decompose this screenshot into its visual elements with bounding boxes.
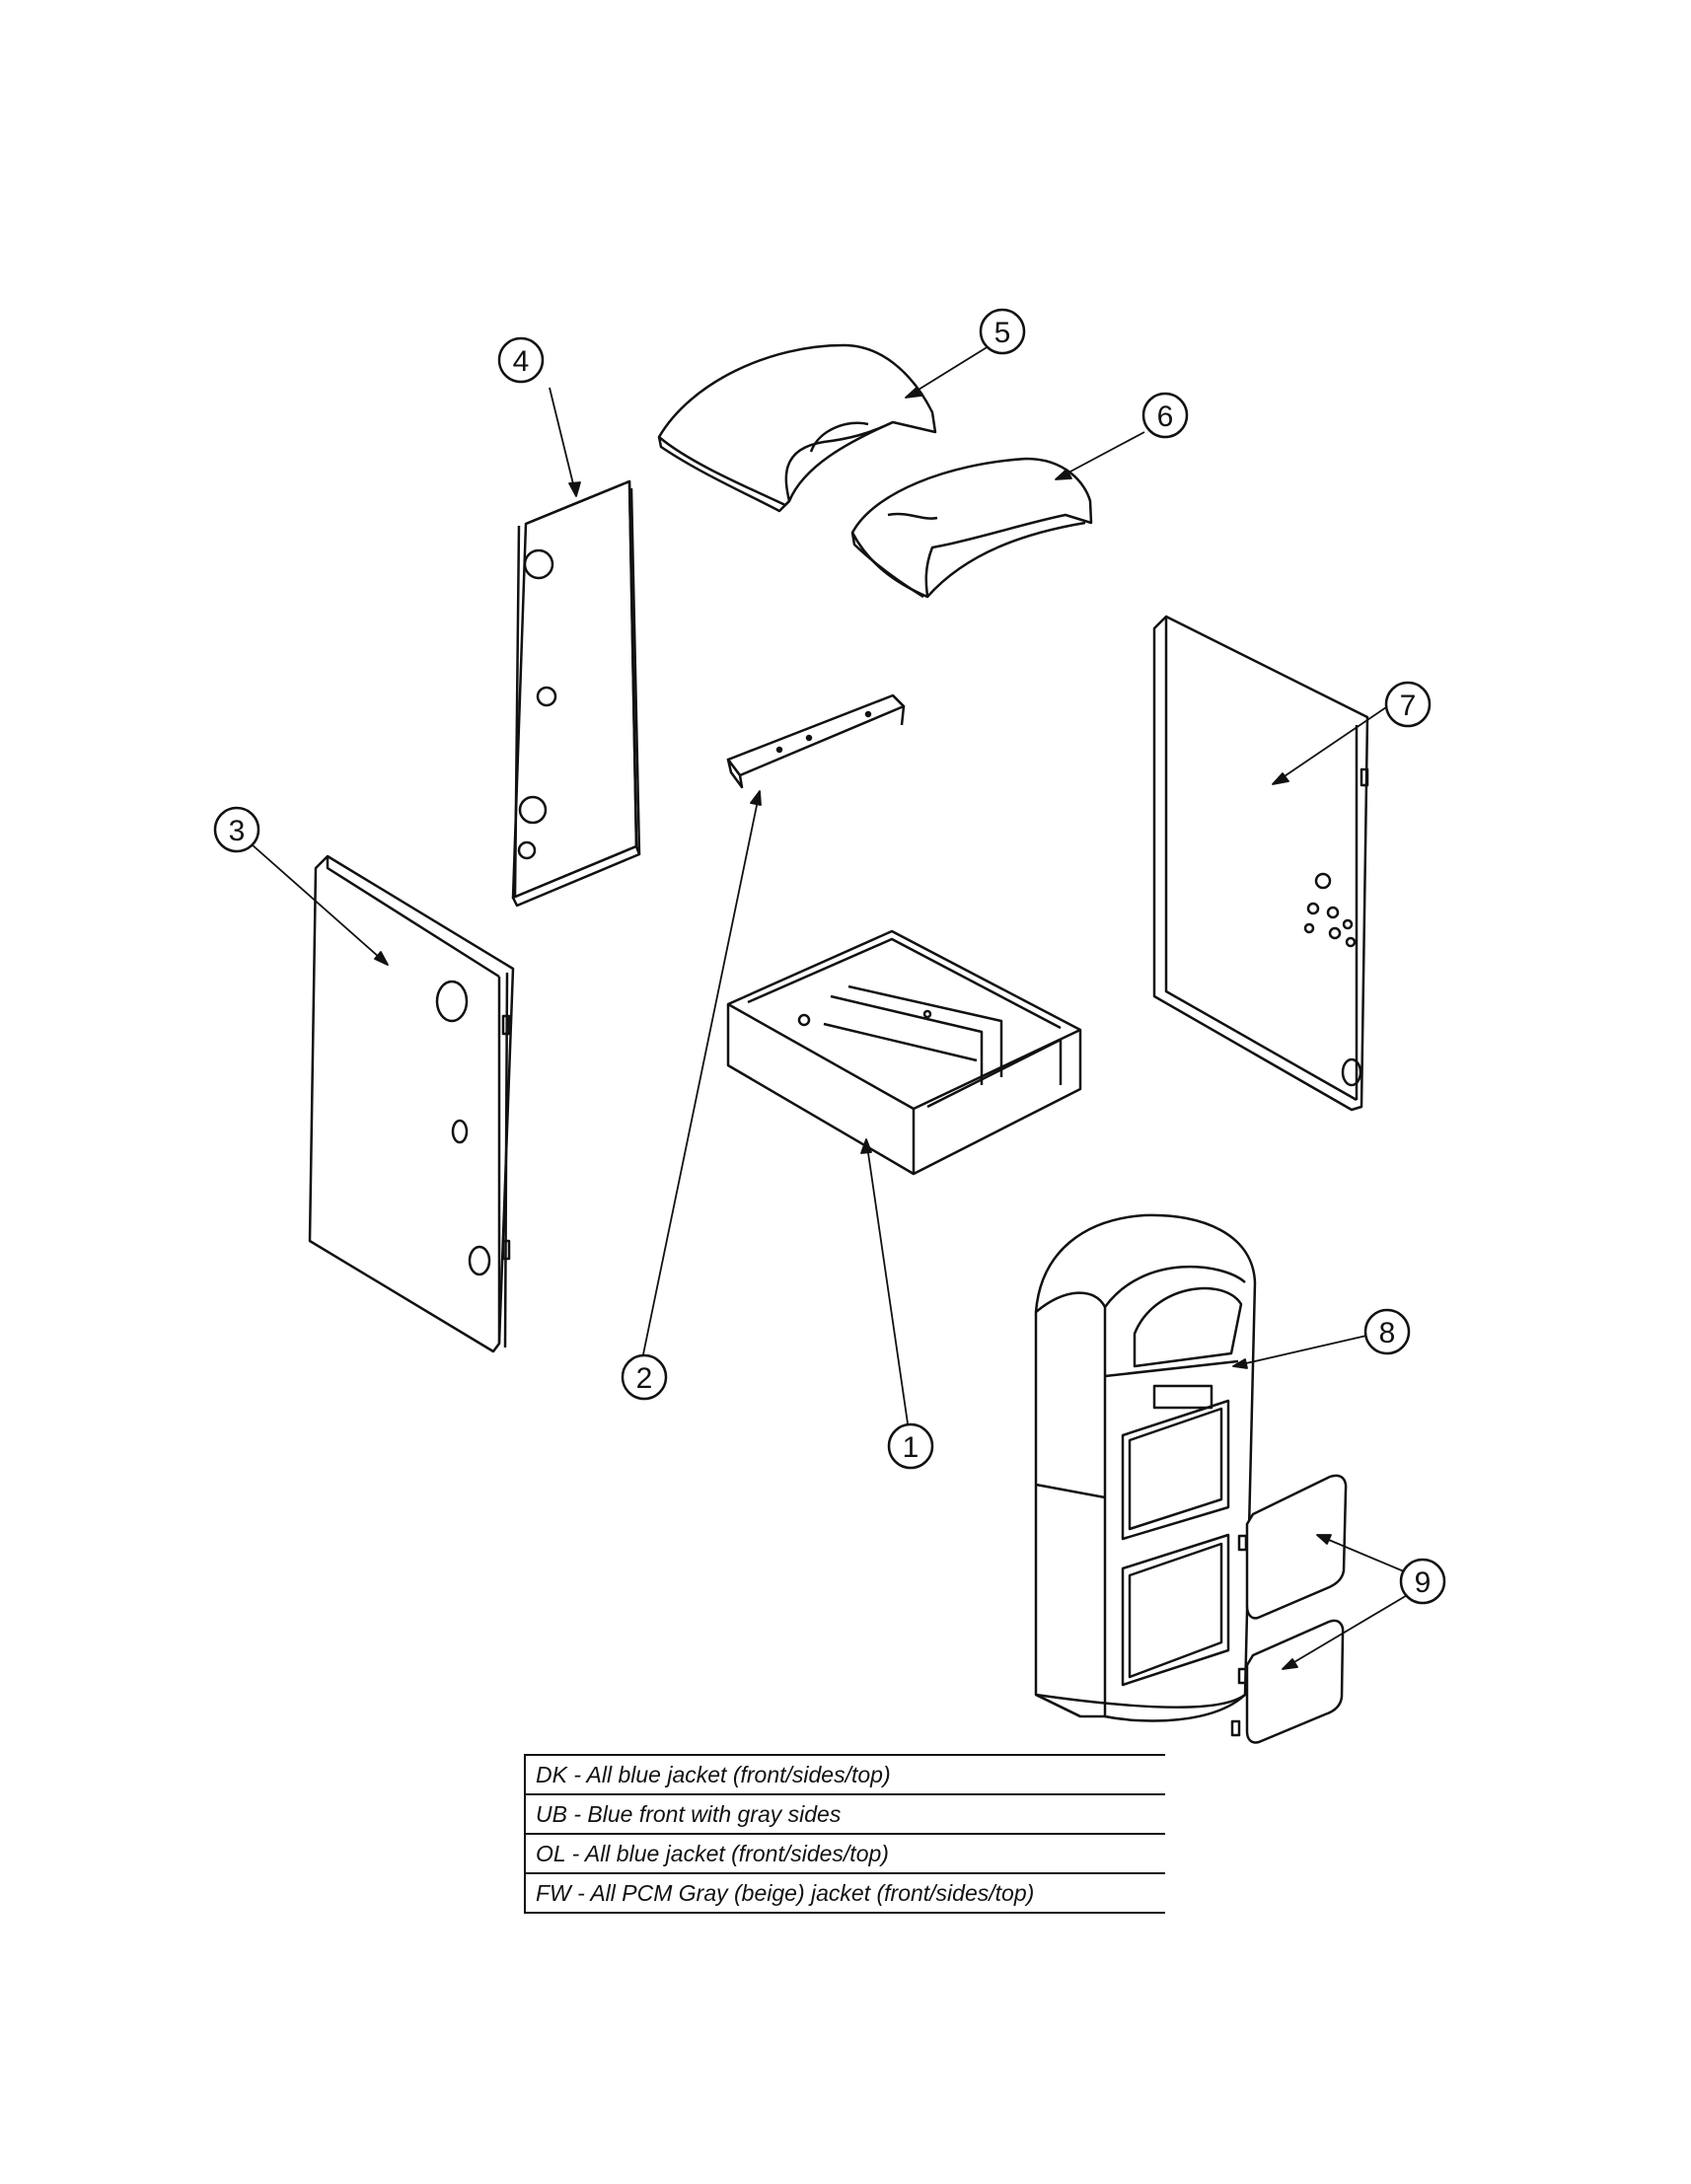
callout-3-label: 3 bbox=[229, 815, 246, 847]
part-8-front-panel bbox=[1034, 1213, 1257, 1722]
callout-1: 1 bbox=[887, 1422, 934, 1470]
part-9-access-doors bbox=[1230, 1474, 1348, 1744]
leader-lines bbox=[251, 345, 1410, 1670]
part-3-outer-side-panel bbox=[308, 854, 515, 1353]
callout-7: 7 bbox=[1384, 681, 1432, 728]
part-6-top-cover-rear bbox=[850, 457, 1093, 599]
part-1-base bbox=[726, 929, 1082, 1176]
callout-5-label: 5 bbox=[994, 317, 1011, 349]
callout-9-label: 9 bbox=[1415, 1566, 1432, 1599]
legend-row-ub: UB - Blue front with gray sides bbox=[526, 1795, 1165, 1835]
callout-8: 8 bbox=[1363, 1308, 1411, 1355]
legend-row-fw: FW - All PCM Gray (beige) jacket (front/… bbox=[526, 1874, 1165, 1914]
callout-2: 2 bbox=[621, 1353, 668, 1401]
callout-6: 6 bbox=[1141, 392, 1189, 439]
callout-2-label: 2 bbox=[636, 1362, 653, 1395]
part-7-right-side-panel bbox=[1152, 615, 1369, 1112]
callout-9: 9 bbox=[1399, 1558, 1446, 1605]
callout-5: 5 bbox=[979, 308, 1026, 355]
part-2-cross-brace bbox=[726, 693, 906, 789]
callout-1-label: 1 bbox=[903, 1431, 919, 1464]
legend-row-dk: DK - All blue jacket (front/sides/top) bbox=[526, 1756, 1165, 1795]
callout-4-label: 4 bbox=[513, 345, 530, 378]
callout-6-label: 6 bbox=[1157, 400, 1174, 433]
part-4-inner-side-panel bbox=[511, 479, 641, 908]
color-code-legend: DK - All blue jacket (front/sides/top) U… bbox=[524, 1754, 1165, 1914]
callout-7-label: 7 bbox=[1400, 690, 1417, 722]
legend-row-ol: OL - All blue jacket (front/sides/top) bbox=[526, 1835, 1165, 1874]
callout-3: 3 bbox=[213, 806, 260, 853]
callout-8-label: 8 bbox=[1379, 1317, 1396, 1349]
callout-4: 4 bbox=[497, 336, 545, 384]
part-5-top-cover-front bbox=[657, 343, 937, 513]
